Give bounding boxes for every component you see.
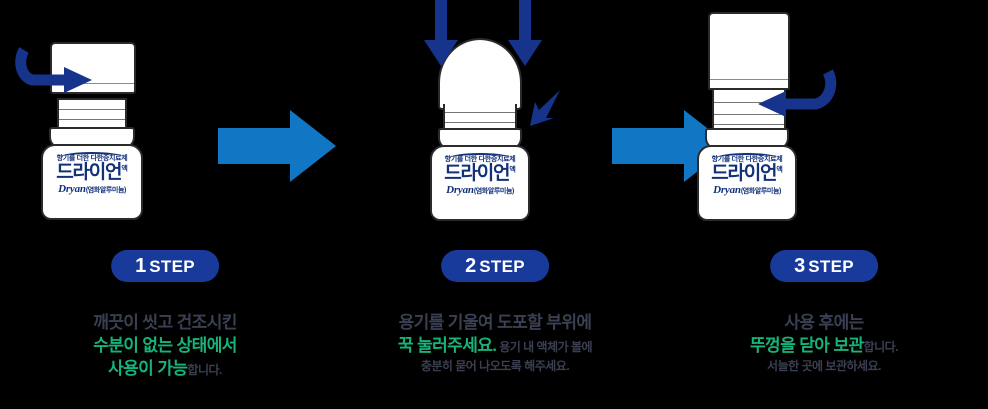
caption-line: 꾹 눌러주세요. 용기 내 액체가 볼에 — [397, 335, 593, 355]
step-number: 1 — [135, 255, 147, 277]
neck-thread — [714, 124, 784, 125]
bottle-body: 향기를 더한 다한증치료제 드라이언액 Dryan(염화알루미늄) — [697, 145, 797, 221]
step-3-illustration: 향기를 더한 다한증치료제 드라이언액 Dryan(염화알루미늄) — [660, 0, 988, 240]
caption-line: 사용 후에는 — [784, 313, 864, 332]
label-name-en: Dryan(염화알루미늄) — [58, 183, 126, 195]
step-number: 3 — [794, 255, 806, 277]
label-name-kr: 드라이언액 — [711, 163, 783, 184]
label-swoosh — [717, 153, 777, 162]
bottle-body: 향기를 더한 다한증치료제 드라이언액 Dryan(염화알루미늄) — [41, 144, 143, 220]
neck-thread — [59, 119, 125, 120]
label-swoosh — [61, 152, 123, 161]
step-number: 2 — [465, 255, 477, 277]
curved-arrow-right-icon — [15, 47, 92, 93]
label-name-kr: 드라이언액 — [444, 163, 516, 184]
step-1-illustration: 향기를 더한 다한증치료제 드라이언액 Dryan(염화알루미늄) — [0, 0, 330, 240]
caption-line: 사용이 가능합니다. — [108, 358, 222, 378]
step-word: STEP — [149, 256, 195, 276]
neck-thread — [445, 112, 515, 113]
product-label: 향기를 더한 다한증치료제 드라이언액 Dryan(염화알루미늄) — [434, 153, 526, 196]
caption-line: 서늘한 곳에 보관하세요. — [767, 358, 881, 373]
label-name-en: Dryan(염화알루미늄) — [713, 184, 781, 196]
label-swoosh — [450, 153, 510, 162]
arrow-down-icon-left — [424, 0, 458, 66]
caption-line: 용기를 기울여 도포할 부위에 — [398, 313, 592, 332]
caption-line: 깨끗이 씻고 건조시킨 — [93, 313, 237, 332]
step-word: STEP — [479, 256, 525, 276]
caption-line: 충분히 묻어 나오도록 해주세요. — [420, 358, 570, 373]
step-2-illustration: 향기를 더한 다한증치료제 드라이언액 Dryan(염화알루미늄) — [330, 0, 660, 240]
step-word: STEP — [808, 256, 854, 276]
bottle-cap — [708, 12, 790, 90]
neck-thread — [445, 122, 515, 123]
neck-thread — [714, 102, 784, 103]
cap-lip — [709, 79, 789, 80]
bottle-rollon-dome — [438, 38, 522, 110]
arrow-right-icon-1 — [218, 110, 336, 182]
curved-arrow-left-icon — [758, 69, 837, 117]
product-label: 향기를 더한 다한증치료제 드라이언액 Dryan(염화알루미늄) — [701, 153, 793, 196]
arrow-down-left-icon — [530, 90, 560, 126]
label-name-en: Dryan(염화알루미늄) — [446, 184, 514, 196]
caption-line: 뚜껑을 닫아 보관합니다. — [750, 335, 899, 355]
caption-line: 수분이 없는 상태에서 — [93, 335, 237, 355]
bottle-body: 향기를 더한 다한증치료제 드라이언액 Dryan(염화알루미늄) — [430, 145, 530, 221]
step-caption-2: 용기를 기울여 도포할 부위에 꾹 눌러주세요. 용기 내 액체가 볼에 충분히… — [330, 312, 660, 374]
step-caption-3: 사용 후에는 뚜껑을 닫아 보관합니다. 서늘한 곳에 보관하세요. — [660, 312, 988, 374]
neck-thread — [714, 114, 784, 115]
step-caption-1: 깨끗이 씻고 건조시킨 수분이 없는 상태에서 사용이 가능합니다. — [0, 312, 330, 381]
bottle-neck — [57, 98, 127, 128]
cap-lip — [51, 83, 135, 84]
label-name-kr: 드라이언액 — [56, 162, 128, 183]
neck-thread — [59, 109, 125, 110]
arrow-down-icon-right — [508, 0, 542, 66]
product-label: 향기를 더한 다한증치료제 드라이언액 Dryan(염화알루미늄) — [45, 152, 139, 195]
